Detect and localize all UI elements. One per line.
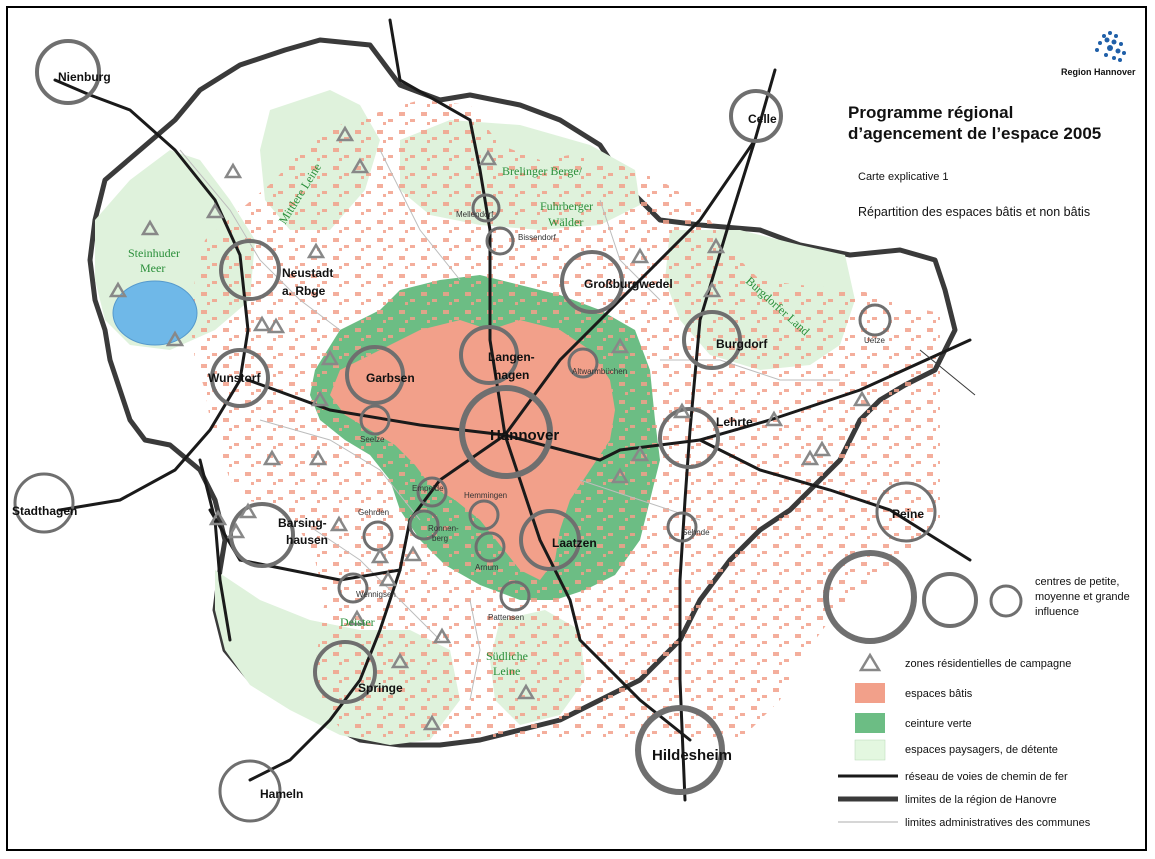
label-hannover: Hannover xyxy=(490,427,559,444)
map-title-line-1: Programme régional xyxy=(848,103,1014,122)
label-sehnde: Sehnde xyxy=(682,528,710,537)
legend-residential: zones résidentielles de campagne xyxy=(905,658,1071,670)
label-mellendorf: Mellendorf xyxy=(456,210,494,219)
label-seelze: Seelze xyxy=(360,435,385,444)
label-ronnenberg-2: berg xyxy=(432,534,448,543)
label-wennigsen: Wennigsen xyxy=(356,590,396,599)
label-laatzen: Laatzen xyxy=(552,536,597,550)
map-subtitle: Répartition des espaces bâtis et non bât… xyxy=(858,205,1091,219)
label-deister: Deister xyxy=(340,615,375,629)
label-langenhagen: Langen- xyxy=(488,350,535,364)
legend-swatch-landscape xyxy=(854,739,886,761)
legend-built: espaces bâtis xyxy=(905,688,973,700)
legend-centres-3: influence xyxy=(1035,606,1079,618)
label-lehrte: Lehrte xyxy=(716,415,753,429)
label-bissendorf: Bissendorf xyxy=(518,233,557,242)
city-labels: Nienburg Celle Neustadt a. Rbge Großburg… xyxy=(12,70,924,801)
label-arnum: Arnum xyxy=(475,563,499,572)
label-suedliche-2: Leine xyxy=(493,664,520,678)
label-brelinger: Brelinger Berge/ xyxy=(502,164,583,178)
municipal-boundaries xyxy=(179,149,840,701)
label-grossburgwedel: Großburgwedel xyxy=(584,277,673,291)
label-hemmingen: Hemmingen xyxy=(464,491,507,500)
legend-triangle-icon xyxy=(858,652,882,672)
label-steinhuder-2: Meer xyxy=(140,261,165,275)
label-hameln: Hameln xyxy=(260,787,303,801)
railways xyxy=(53,18,972,802)
map-number: Carte explicative 1 xyxy=(858,171,949,183)
legend-centres-1: centres de petite, xyxy=(1035,576,1119,588)
legend: centres de petite, moyenne et grande inf… xyxy=(823,550,1130,829)
label-fuhrberger: Fuhrberger xyxy=(540,199,593,213)
town-labels: Mellendorf Bissendorf Uetze Altwarmbüche… xyxy=(356,210,885,622)
legend-landscape: espaces paysagers, de détente xyxy=(905,744,1058,756)
legend-municipal-boundary: limites administratives des communes xyxy=(905,817,1091,829)
label-neustadt-2: a. Rbge xyxy=(282,284,326,298)
legend-swatch-green-belt xyxy=(855,713,885,733)
city-circles xyxy=(13,39,937,823)
label-pattensen: Pattensen xyxy=(488,613,524,622)
external-line xyxy=(919,349,976,396)
label-stadthagen: Stadthagen xyxy=(12,504,77,518)
label-wunstorf: Wunstorf xyxy=(208,371,261,385)
label-uetze: Uetze xyxy=(864,336,885,345)
legend-centres-2: moyenne et grande xyxy=(1035,591,1130,603)
legend-circle-large xyxy=(823,550,917,644)
label-langenhagen-2: hagen xyxy=(494,368,529,382)
label-empelde: Empelde xyxy=(412,484,444,493)
label-nienburg: Nienburg xyxy=(58,70,111,84)
legend-green-belt: ceinture verte xyxy=(905,718,972,730)
label-garbsen: Garbsen xyxy=(366,371,415,385)
map-title-line-2: d’agencement de l’espace 2005 xyxy=(848,124,1102,143)
map-title: Programme régional d’agencement de l’esp… xyxy=(848,102,1101,144)
region-hannover-logo: Region Hannover xyxy=(1061,31,1136,77)
legend-railway: réseau de voies de chemin de fer xyxy=(905,771,1068,783)
label-steinhuder: Steinhuder xyxy=(128,246,180,260)
label-neustadt: Neustadt xyxy=(282,266,333,280)
label-gehrden: Gehrden xyxy=(358,508,389,517)
label-burgdorf: Burgdorf xyxy=(716,337,768,351)
label-springe: Springe xyxy=(358,681,403,695)
label-barsinghausen: Barsing- xyxy=(278,516,327,530)
label-peine: Peine xyxy=(892,507,924,521)
label-ronnenberg: Ronnen- xyxy=(428,524,459,533)
legend-region-boundary: limites de la région de Hanovre xyxy=(905,794,1057,806)
legend-circle-medium xyxy=(922,572,978,628)
legend-circle-small xyxy=(989,584,1023,618)
label-waelder: Wälder xyxy=(548,215,583,229)
label-barsinghausen-2: hausen xyxy=(286,533,328,547)
label-hildesheim: Hildesheim xyxy=(652,747,732,764)
residential-triangles xyxy=(108,125,872,731)
steinhuder-meer-lake xyxy=(112,280,198,346)
brand-label: Region Hannover xyxy=(1061,67,1136,77)
label-suedliche: Südliche xyxy=(486,649,528,663)
label-altwarmbuechen: Altwarmbüchen xyxy=(572,367,627,376)
label-celle: Celle xyxy=(748,112,777,126)
legend-swatch-built xyxy=(855,683,885,703)
